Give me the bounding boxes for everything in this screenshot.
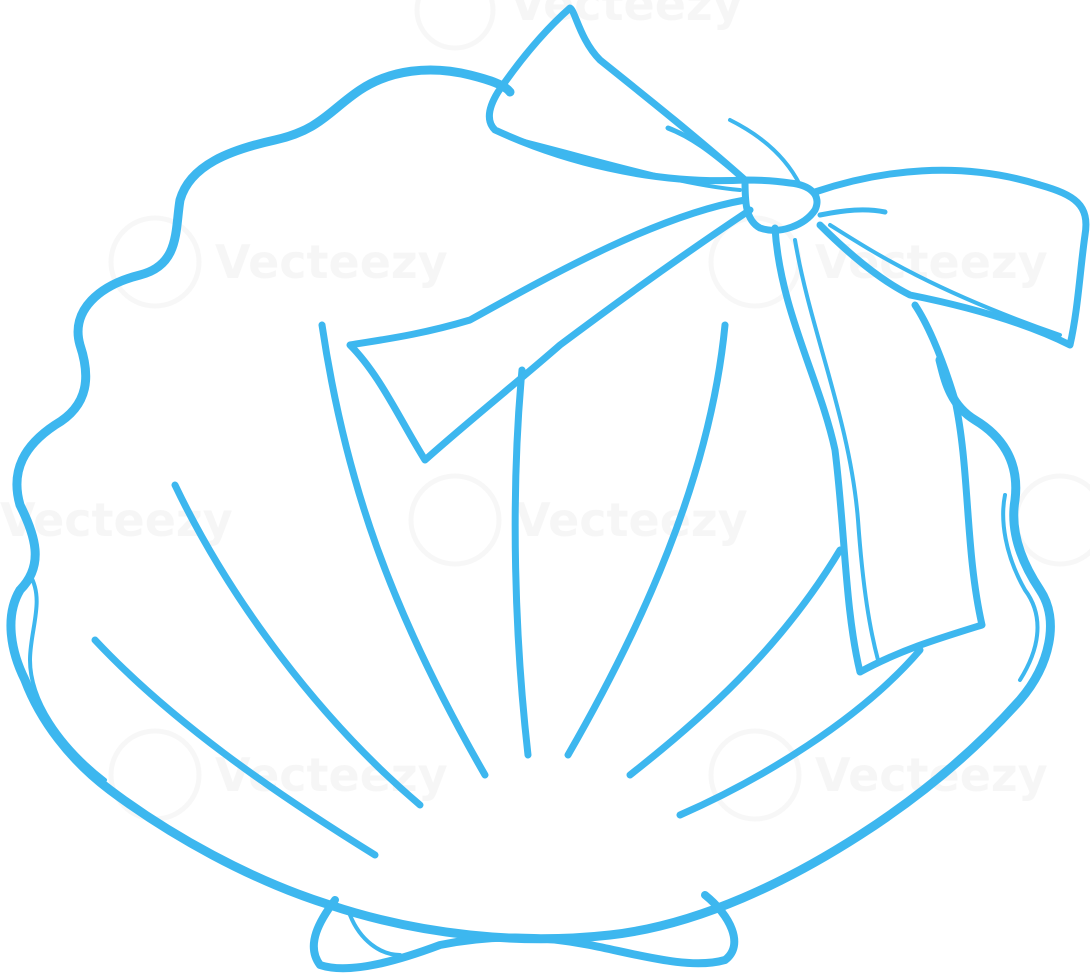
bow-knot	[741, 176, 821, 234]
shell-rib-7	[676, 646, 924, 819]
shell-drawing	[6, 4, 1090, 973]
bow-right-inner-line	[817, 207, 888, 218]
bow-left-loop	[485, 4, 749, 185]
bow-left-inner-line	[665, 125, 748, 183]
shell-rib-2	[171, 481, 424, 809]
shell-rib-1	[91, 636, 379, 859]
shell-rib-3	[318, 321, 489, 779]
shell-outline-right-inner	[1001, 493, 1040, 682]
watermark-logo-middle: Vecteezy Vecteezy	[0, 473, 1090, 567]
shell-rib-5	[564, 321, 729, 759]
watermark-text-lower-right: Vecteezy	[815, 748, 1048, 802]
bow-right-loop-fold	[828, 223, 1062, 337]
bow-left-loop-fold	[518, 138, 742, 192]
bow-left-tail	[346, 196, 754, 464]
shell-rib-4	[511, 366, 532, 759]
bow-right-tail-inner	[793, 238, 880, 662]
shell-hinge-inner	[348, 913, 402, 957]
shell-rib-6	[626, 546, 844, 779]
bow-left-inner-line-2	[728, 118, 802, 187]
watermark-layer: Vecteezy Vecteezy Vecteezy Vecteezy Vect…	[0, 0, 1090, 819]
bow-right-tail	[771, 224, 986, 676]
watermark-text-middle: Vecteezy	[515, 493, 748, 547]
watermark-text-top: Vecteezy	[510, 0, 743, 31]
bow-left-tail-inner	[633, 198, 747, 237]
shell-outline	[6, 65, 515, 910]
shell-hinge	[309, 891, 739, 973]
watermark-logo-upper: Vecteezy Vecteezy	[108, 215, 1048, 309]
shell-outline-right	[325, 355, 1055, 944]
shell-outline-inner	[28, 573, 107, 782]
watermark-text-upper-left: Vecteezy	[215, 235, 448, 289]
bow-right-loop	[811, 166, 1090, 349]
watermark-text-upper-right: Vecteezy	[815, 235, 1048, 289]
